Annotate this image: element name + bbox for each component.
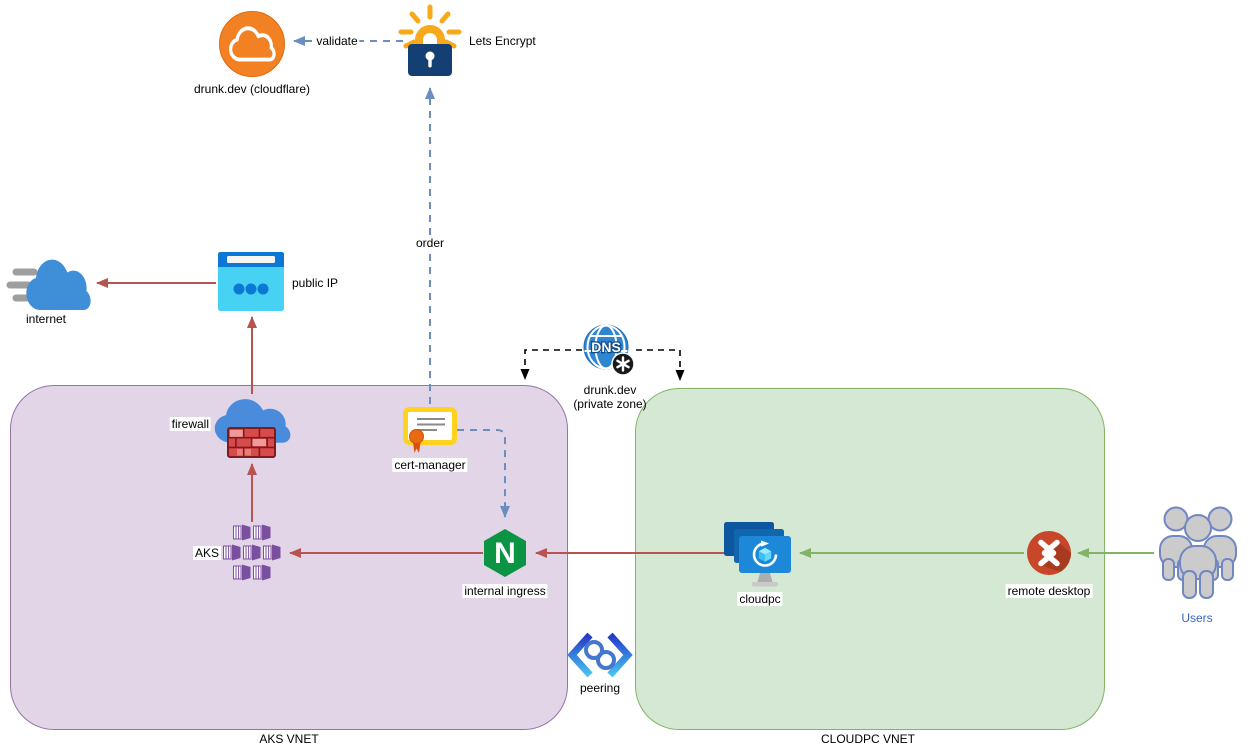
asterisk-badge-icon: [616, 356, 630, 372]
cert-manager-label: cert-manager: [392, 458, 468, 472]
nginx-letter: N: [494, 537, 516, 570]
cloudpc-vnet-label: CLOUDPC VNET: [820, 732, 916, 746]
aks-label: AKS: [192, 546, 221, 560]
dns-label-line1: drunk.dev: [583, 383, 637, 397]
cloudpc-label: cloudpc: [737, 592, 783, 606]
peering-label: peering: [577, 681, 623, 695]
public-ip-icon[interactable]: [218, 252, 284, 317]
validate-edge-label: validate: [314, 34, 360, 48]
public-ip-label: public IP: [292, 276, 339, 290]
users-icon[interactable]: [1156, 503, 1240, 610]
cloudpc-vnet-container[interactable]: [635, 388, 1105, 730]
aks-icon[interactable]: [222, 524, 282, 587]
order-edge-label: order: [413, 236, 447, 250]
remote-desktop-icon[interactable]: [1026, 530, 1072, 581]
firewall-icon[interactable]: [212, 396, 292, 467]
cert-manager-icon[interactable]: [403, 407, 457, 460]
dns-icon-text: DNS: [591, 339, 621, 355]
dns-label-line2: (private zone): [573, 397, 647, 411]
nginx-ingress-icon[interactable]: N: [482, 528, 528, 583]
internet-label: internet: [25, 312, 67, 326]
users-label: Users: [1181, 611, 1213, 625]
aks-vnet-label: AKS VNET: [259, 732, 319, 746]
peering-icon[interactable]: [566, 631, 634, 684]
cloudpc-icon[interactable]: [723, 521, 795, 594]
firewall-label: firewall: [169, 417, 211, 431]
cloudflare-label: drunk.dev (cloudflare): [193, 82, 311, 96]
remote-desktop-label: remote desktop: [1005, 584, 1093, 598]
cloudflare-dns-icon[interactable]: [218, 10, 286, 83]
lets-encrypt-label: Lets Encrypt: [469, 34, 536, 48]
internet-cloud-icon[interactable]: [6, 254, 92, 319]
private-dns-icon[interactable]: DNS: [582, 323, 640, 386]
lets-encrypt-icon[interactable]: [398, 4, 462, 87]
internal-ingress-label: internal ingress: [462, 584, 548, 598]
